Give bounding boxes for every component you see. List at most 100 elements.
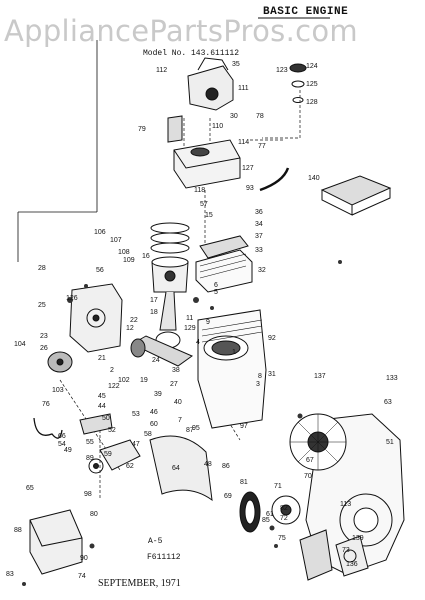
callout-106: 106: [94, 229, 106, 236]
callout-77: 77: [258, 143, 266, 150]
callout-3: 3: [256, 381, 260, 388]
callout-50: 50: [102, 415, 110, 422]
callout-127: 127: [242, 165, 254, 172]
figure-id: A-5: [148, 537, 163, 546]
callout-52: 52: [108, 427, 116, 434]
callout-28: 28: [38, 265, 46, 272]
callout-1: 1: [232, 349, 236, 356]
callout-38: 38: [172, 367, 180, 374]
callout-85: 85: [262, 517, 270, 524]
callout-89: 89: [86, 455, 94, 462]
callout-35: 35: [232, 61, 240, 68]
callout-125: 125: [306, 81, 318, 88]
callout-4: 4: [196, 339, 200, 346]
watermark: AppliancePartsPros.com: [4, 14, 358, 48]
callout-57: 57: [200, 201, 208, 208]
callout-107: 107: [110, 237, 122, 244]
callout-19: 19: [140, 377, 148, 384]
callout-122: 122: [108, 383, 120, 390]
callout-79: 79: [138, 126, 146, 133]
callout-9: 9: [206, 319, 210, 326]
callout-44: 44: [98, 403, 106, 410]
callout-62: 62: [126, 463, 134, 470]
callout-86: 86: [222, 463, 230, 470]
callout-118: 118: [194, 187, 205, 194]
callout-31: 31: [268, 371, 276, 378]
callout-6: 6: [214, 282, 218, 289]
callout-labels: 1123511112312412512879301107811477127140…: [6, 61, 398, 580]
callout-7: 7: [178, 417, 182, 424]
callout-113: 113: [340, 501, 351, 508]
callout-69: 69: [224, 493, 232, 500]
callout-139: 139: [352, 535, 364, 542]
callout-110: 110: [212, 123, 223, 130]
callout-33: 33: [255, 247, 263, 254]
callout-72: 72: [280, 515, 288, 522]
diagram-title: BASIC ENGINE: [263, 6, 349, 18]
callout-140: 140: [308, 175, 320, 182]
callout-71: 71: [274, 483, 282, 490]
callout-104: 104: [14, 341, 26, 348]
callout-67: 67: [306, 457, 314, 464]
callout-21: 21: [98, 355, 106, 362]
callout-26: 26: [40, 345, 48, 352]
callout-17: 17: [150, 297, 158, 304]
callout-24: 24: [152, 357, 160, 364]
callout-114: 114: [238, 139, 249, 146]
callout-27: 27: [170, 381, 178, 388]
callout-51: 51: [386, 439, 394, 446]
diagram-date: SEPTEMBER, 1971: [98, 578, 181, 589]
callout-81: 81: [240, 479, 248, 486]
callout-11: 11: [186, 315, 193, 322]
callout-70: 70: [304, 473, 312, 480]
callout-109: 109: [123, 257, 135, 264]
callout-92: 92: [268, 335, 276, 342]
callout-126: 126: [66, 295, 78, 302]
callout-30: 30: [230, 113, 238, 120]
callout-111: 111: [238, 85, 249, 92]
callout-45: 45: [98, 393, 106, 400]
callout-22: 22: [130, 317, 138, 324]
callout-60: 60: [150, 421, 158, 428]
callout-16: 16: [142, 253, 150, 260]
callout-55: 55: [86, 439, 94, 446]
callout-133: 133: [386, 375, 398, 382]
callout-124: 124: [306, 63, 318, 70]
callout-56: 56: [96, 267, 104, 274]
callout-88: 88: [14, 527, 22, 534]
callout-87: 87: [186, 427, 194, 434]
callout-64: 64: [172, 465, 180, 472]
callout-108: 108: [118, 249, 130, 256]
callout-53: 53: [132, 411, 140, 418]
callout-102: 102: [118, 377, 130, 384]
callout-2: 2: [110, 367, 114, 374]
callout-82: 82: [280, 505, 288, 512]
callout-36: 36: [255, 209, 263, 216]
callout-58: 58: [144, 431, 152, 438]
callout-123: 123: [276, 67, 288, 74]
callout-23: 23: [40, 333, 48, 340]
callout-129: 129: [184, 325, 196, 332]
callout-98: 98: [84, 491, 92, 498]
callout-12: 12: [126, 325, 134, 332]
callout-59: 59: [104, 451, 112, 458]
callout-103: 103: [52, 387, 64, 394]
callout-75: 75: [278, 535, 286, 542]
callout-78: 78: [256, 113, 264, 120]
callout-97: 97: [240, 423, 248, 430]
callout-18: 18: [150, 309, 158, 316]
callout-5: 5: [214, 289, 218, 296]
callout-95: 95: [192, 425, 200, 432]
callout-46: 46: [150, 409, 158, 416]
callout-65: 65: [26, 485, 34, 492]
callout-15: 15: [205, 212, 213, 219]
callout-54: 54: [58, 441, 66, 448]
model-number: Model No. 143.611112: [143, 49, 240, 58]
callout-136: 136: [346, 561, 358, 568]
callout-83: 83: [6, 571, 14, 578]
callout-90: 90: [80, 555, 88, 562]
callout-8: 8: [258, 373, 262, 380]
callout-63: 63: [384, 399, 392, 406]
